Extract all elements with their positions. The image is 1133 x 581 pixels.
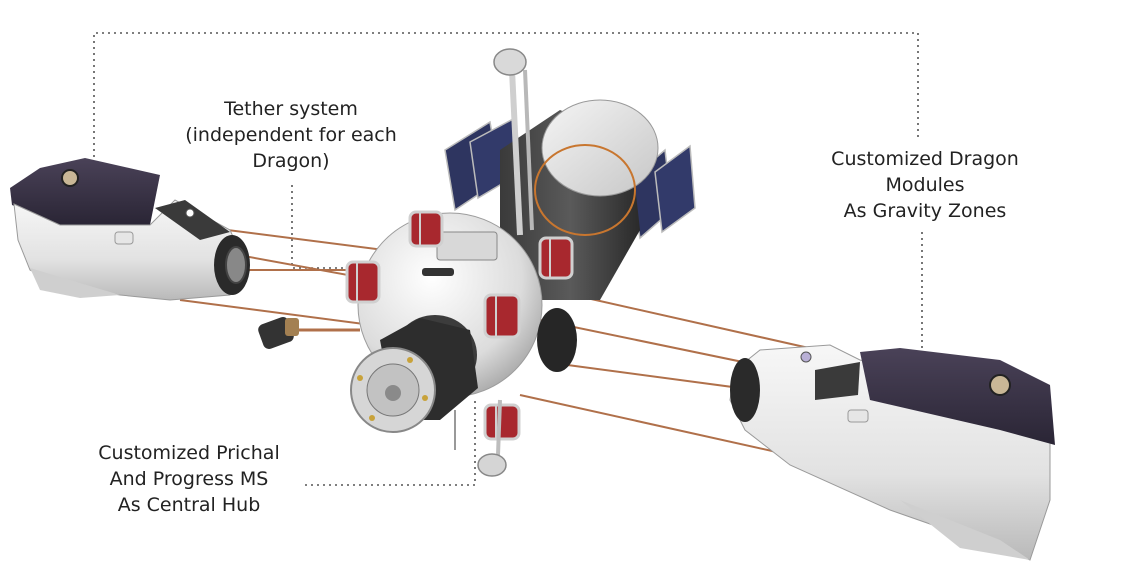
dragon-fin-right [900, 500, 1030, 560]
dragon-docking-adapter-left [225, 246, 247, 284]
antenna-dish [493, 48, 527, 76]
antenna-mast [523, 69, 534, 231]
thruster-pod [483, 403, 521, 441]
dragon-window-band-left [155, 200, 230, 240]
thruster-pod [408, 210, 444, 248]
antenna-mast [509, 69, 523, 236]
dragon-capsule-left [10, 158, 250, 301]
dragon-bracket-left [114, 231, 134, 245]
dragon-trunk-right [860, 348, 1055, 445]
tether-line [519, 394, 791, 456]
thruster-pods [345, 210, 574, 441]
tether-line [559, 291, 841, 356]
central-hub-station [258, 48, 696, 477]
dragon-nose-ring-right [730, 358, 760, 422]
label-line: Modules [885, 174, 965, 196]
label-tether-system: Tether system (independent for each Drag… [162, 96, 420, 174]
label-dragon-modules: Customized Dragon Modules As Gravity Zon… [800, 146, 1050, 224]
leader-line-top-frame [93, 32, 919, 205]
leader-line-tether [291, 185, 383, 269]
solar-panel [654, 144, 696, 234]
dragon-window-right [800, 351, 812, 363]
lower-dish [477, 453, 507, 477]
leader-line-hub [305, 400, 476, 486]
lower-boom [496, 399, 502, 456]
rear-hatch [537, 308, 577, 372]
progress-module-ring [534, 144, 636, 236]
docking-cylinder-hub [385, 385, 401, 401]
thruster-pod [483, 293, 521, 339]
dragon-capsule-right [729, 344, 1055, 561]
label-line: Tether system [224, 98, 358, 120]
node-hatch-plate [436, 231, 498, 261]
label-line: And Progress MS [109, 468, 269, 490]
node-handle [422, 268, 454, 276]
dragon-trunk-left [10, 158, 160, 225]
dragon-fin-left [30, 268, 120, 298]
dragon-port-left [61, 169, 79, 187]
thruster-pod [538, 236, 574, 280]
label-central-hub: Customized Prichal And Progress MS As Ce… [64, 440, 314, 518]
dragon-bracket-right [847, 409, 869, 423]
label-line: Dragon) [252, 150, 330, 172]
docking-bolts [357, 357, 428, 421]
dragon-window-band-right [815, 362, 860, 400]
label-line: As Central Hub [117, 494, 261, 516]
progress-module-dome [541, 99, 659, 197]
label-line: Customized Prichal [98, 442, 280, 464]
dragon-window-left [185, 208, 195, 218]
label-line: (independent for each [185, 124, 397, 146]
label-line: Customized Dragon [831, 148, 1019, 170]
thruster-pod [345, 260, 381, 304]
docking-probe [258, 317, 360, 349]
dragon-port-right [989, 374, 1011, 396]
label-line: As Gravity Zones [843, 200, 1007, 222]
